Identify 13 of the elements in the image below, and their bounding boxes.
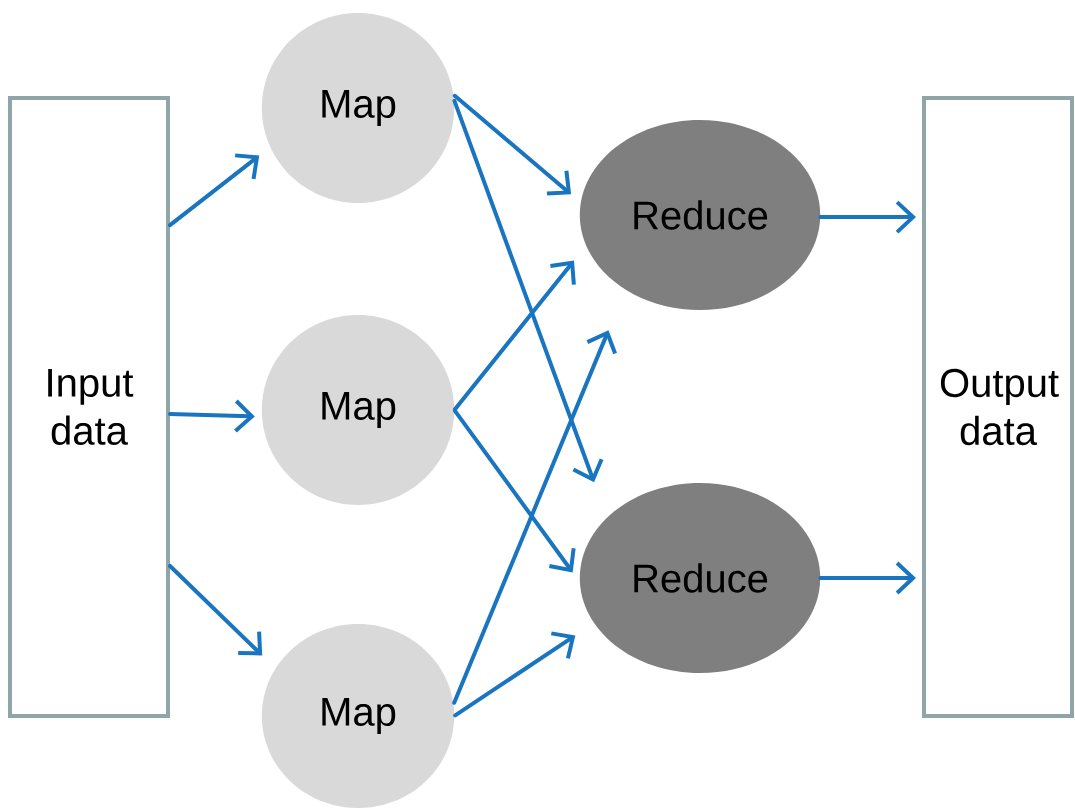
arrow bbox=[452, 408, 576, 573]
arrow bbox=[818, 561, 916, 595]
input-box: Input data bbox=[8, 96, 170, 718]
arrow bbox=[168, 153, 260, 228]
output-box: Output data bbox=[922, 96, 1074, 718]
arrow bbox=[168, 399, 255, 433]
arrow bbox=[452, 98, 604, 483]
arrow bbox=[452, 330, 617, 705]
arrow bbox=[453, 260, 576, 412]
arrow bbox=[168, 563, 263, 656]
arrow bbox=[453, 631, 576, 718]
arrow bbox=[818, 200, 916, 234]
arrow bbox=[452, 93, 572, 196]
